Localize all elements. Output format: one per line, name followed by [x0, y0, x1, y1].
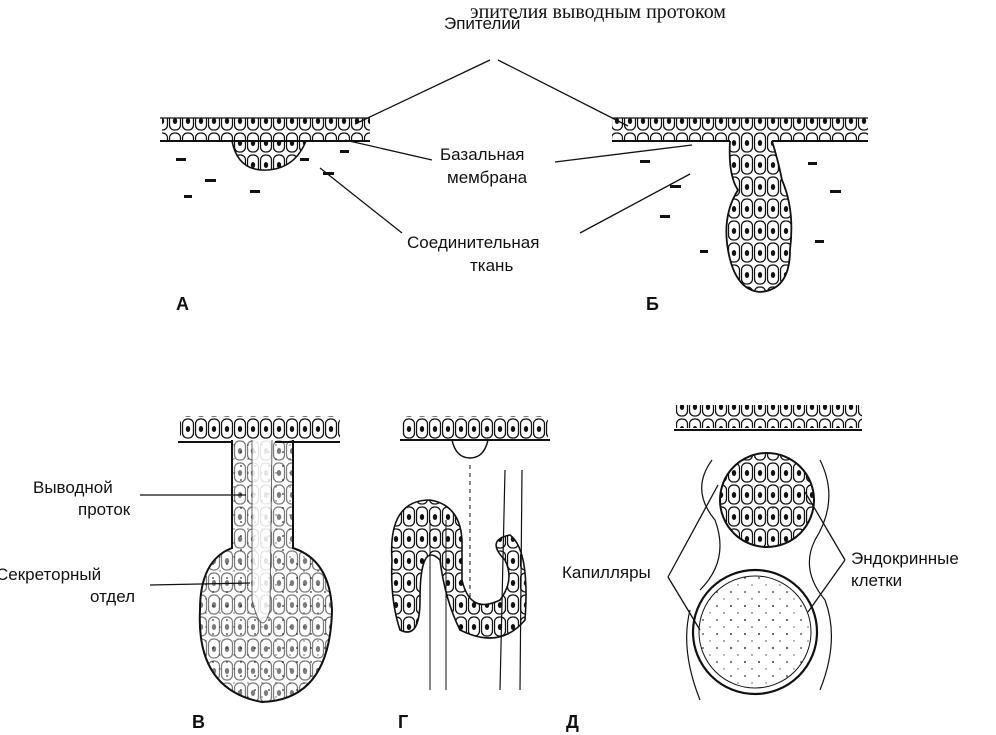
label-excretory-duct-line2: проток — [78, 500, 130, 520]
panel-a-drawing — [160, 118, 370, 198]
label-basal-membrane-line2: мембрана — [447, 168, 527, 188]
panel-g-drawing — [392, 416, 550, 690]
label-secretory-part-line2: отдел — [90, 587, 135, 607]
label-connective-tissue-line1: Соединительная — [407, 233, 539, 253]
label-epithelium: Эпителий — [444, 14, 520, 34]
label-connective-tissue-line2: ткань — [470, 256, 513, 276]
label-endocrine-cells-line1: Эндокринные — [851, 549, 959, 569]
panel-d-drawing — [674, 405, 862, 700]
label-basal-membrane-line1: Базальная — [440, 145, 525, 165]
panel-label-d: Д — [566, 712, 579, 733]
label-excretory-duct-line1: Выводной — [33, 478, 113, 498]
panel-v-drawing — [178, 416, 340, 702]
panel-label-g: Г — [398, 712, 408, 733]
panel-label-b: Б — [646, 294, 659, 315]
label-secretory-part-line1: Секреторный — [0, 565, 101, 585]
panel-label-v: В — [192, 712, 205, 733]
label-endocrine-cells-line2: клетки — [851, 571, 902, 591]
label-capillaries: Капилляры — [562, 563, 651, 583]
panel-b-drawing — [612, 118, 868, 292]
panel-label-a: А — [176, 294, 189, 315]
